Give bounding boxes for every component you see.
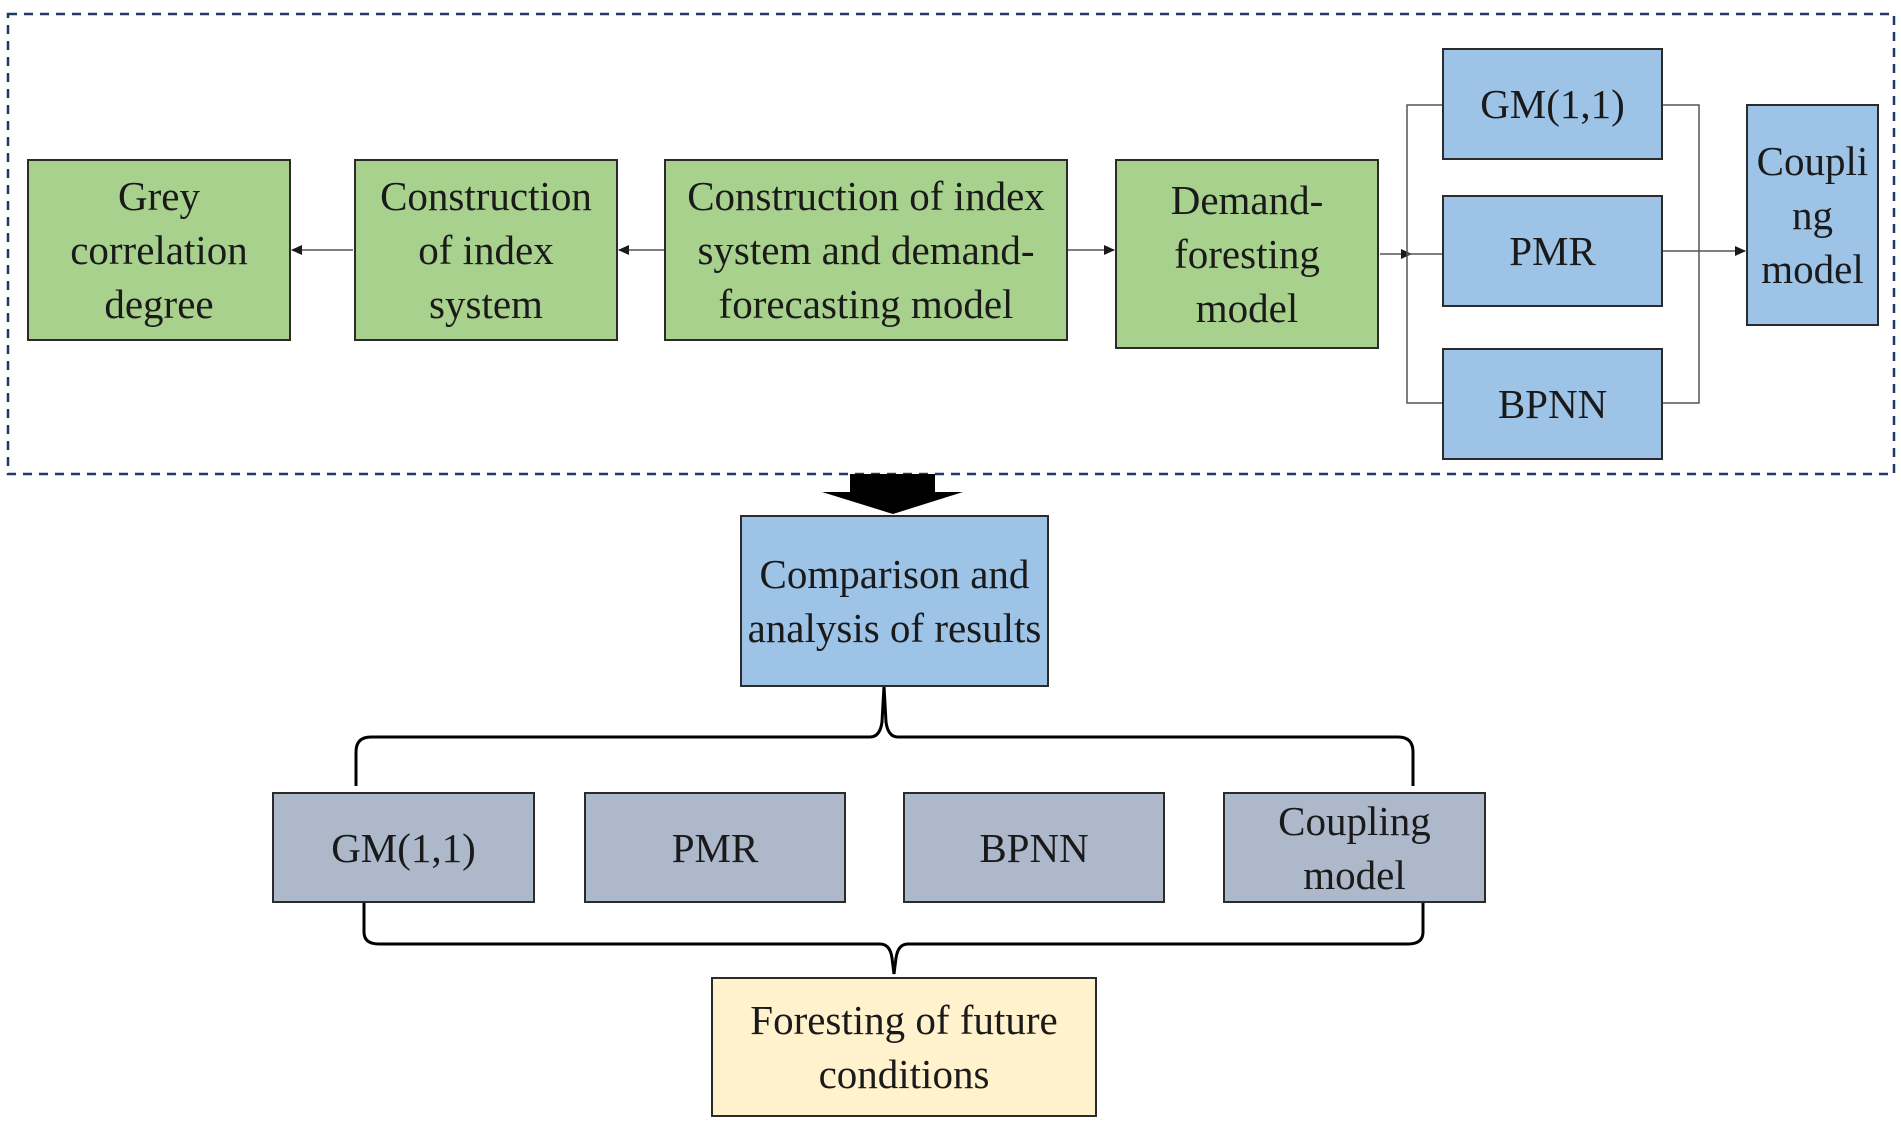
grey-correlation-box: Grey correlation degree: [27, 159, 291, 341]
gm-model-box: GM(1,1): [1442, 48, 1663, 160]
brace-top: [354, 685, 1415, 786]
bottom-bpnn-label: BPNN: [979, 824, 1089, 871]
index-and-model-label: Construction of index system and demand-…: [687, 173, 1045, 327]
pmr-model-label: PMR: [1509, 228, 1596, 274]
index-system-box: Construction of index system: [354, 159, 618, 341]
demand-model-box: Demand- foresting model: [1115, 159, 1379, 349]
down-block-arrow: [822, 474, 963, 514]
pmr-model-box: PMR: [1442, 195, 1663, 307]
branch-right-bracket: [1663, 104, 1700, 404]
demand-model-label: Demand- foresting model: [1170, 177, 1324, 331]
coupling-model-label: Coupli ng model: [1756, 138, 1869, 292]
forecast-label: Foresting of future conditions: [750, 997, 1058, 1097]
bottom-bpnn-box: BPNN: [903, 792, 1165, 903]
bottom-gm-box: GM(1,1): [272, 792, 535, 903]
bottom-coupling-label: Coupling model: [1278, 797, 1431, 898]
forecast-box: Foresting of future conditions: [711, 977, 1097, 1117]
comparison-label: Comparison and analysis of results: [747, 551, 1042, 651]
grey-correlation-label: Grey correlation degree: [70, 173, 248, 327]
bottom-pmr-label: PMR: [671, 824, 759, 871]
bottom-gm-label: GM(1,1): [331, 824, 476, 871]
bottom-pmr-box: PMR: [584, 792, 846, 903]
bpnn-model-label: BPNN: [1497, 381, 1608, 427]
brace-bottom: [362, 903, 1425, 975]
bpnn-model-box: BPNN: [1442, 348, 1663, 460]
dashed-frame: [6, 12, 1896, 476]
comparison-box: Comparison and analysis of results: [740, 515, 1049, 687]
gm-model-label: GM(1,1): [1480, 81, 1625, 127]
index-system-label: Construction of index system: [380, 173, 592, 327]
bottom-coupling-box: Coupling model: [1223, 792, 1486, 903]
coupling-model-box: Coupli ng model: [1746, 104, 1879, 326]
index-and-model-box: Construction of index system and demand-…: [664, 159, 1068, 341]
